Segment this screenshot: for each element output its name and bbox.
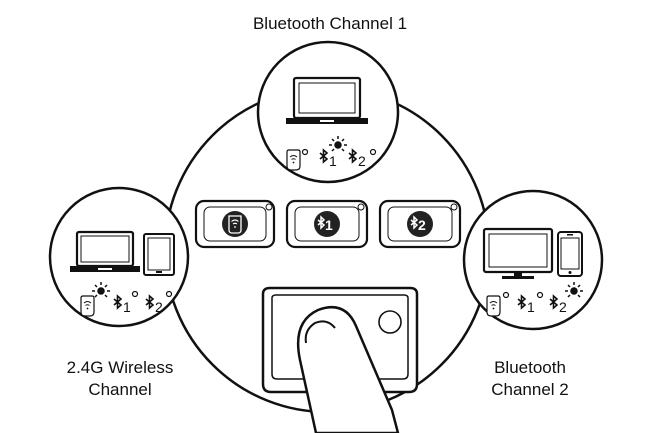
bt1-indicator-text: 1 [527,299,535,315]
bluetooth-channel-2-label: Bluetooth Channel 2 [455,357,605,401]
led-active-icon [92,282,110,298]
finger-icon [296,306,400,433]
bt1-key-text: 1 [325,217,333,233]
wireless-device-circle: 1 2 [48,186,190,328]
bluetooth-channel-2-label-line1: Bluetooth [494,358,566,377]
led-active-icon [565,282,583,298]
bluetooth-1-key[interactable]: 1 [285,199,369,249]
wireless-channel-key[interactable] [194,199,276,249]
bt1-indicator-text: 1 [123,299,131,315]
bt2-key-text: 2 [418,217,426,233]
bt2-device-circle: 1 2 [462,189,604,331]
bt1-device-circle: 1 2 [256,40,400,184]
bt2-led [369,148,377,156]
bluetooth-icon [145,294,155,310]
wireless-channel-label: 2.4G Wireless Channel [30,357,210,401]
wireless-channel-label-line1: 2.4G Wireless [66,358,174,377]
bt2-indicator-text: 2 [559,299,567,315]
bluetooth-icon [319,148,329,164]
monitor-icon [482,227,554,279]
bt1-led [131,290,139,298]
bluetooth-icon [113,294,123,310]
tablet-icon [143,233,175,276]
bluetooth-icon [348,148,358,164]
bluetooth-icon [517,294,527,310]
phone-icon [557,231,583,277]
bt1-led [536,291,544,299]
wireless-icon [486,295,501,317]
bluetooth-2-key[interactable]: 2 [378,199,462,249]
wireless-icon [228,215,242,234]
bluetooth-icon [549,294,559,310]
wireless-icon [286,149,301,171]
wireless-led [301,148,309,156]
laptop-icon [70,230,140,272]
laptop-icon [286,76,368,124]
bluetooth-channel-1-label: Bluetooth Channel 1 [252,14,408,33]
bluetooth-icon [317,215,326,230]
wireless-icon [80,295,95,317]
bt2-indicator-text: 2 [358,153,366,169]
led-active-icon [329,136,347,152]
wireless-led [502,291,510,299]
bluetooth-icon [410,215,419,230]
bluetooth-channel-2-label-line2: Channel 2 [491,380,569,399]
bt2-led [165,290,173,298]
wireless-channel-label-line2: Channel [88,380,152,399]
bt2-indicator-text: 2 [155,299,163,315]
bt1-indicator-text: 1 [329,153,337,169]
